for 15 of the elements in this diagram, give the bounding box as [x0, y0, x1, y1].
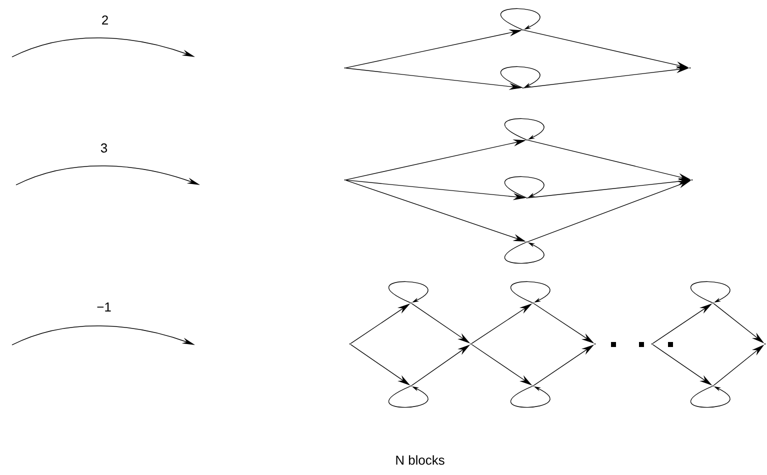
loop-arrow	[510, 386, 550, 408]
loop-arrow	[388, 386, 428, 408]
loop-arrow	[500, 8, 540, 30]
loop-arrow	[504, 118, 544, 140]
loop-arrow	[504, 242, 544, 264]
loop-arrow	[690, 281, 730, 303]
loop-arrow	[510, 281, 550, 303]
text-label: 3	[100, 143, 108, 153]
loop-arrow	[504, 176, 544, 198]
text-label: 2	[102, 15, 108, 25]
loop-arrow	[388, 281, 428, 303]
loop-arrow	[500, 66, 540, 88]
loop-arrow	[690, 386, 730, 408]
text-label: −1	[97, 302, 111, 312]
text-label: N blocks	[396, 455, 444, 465]
